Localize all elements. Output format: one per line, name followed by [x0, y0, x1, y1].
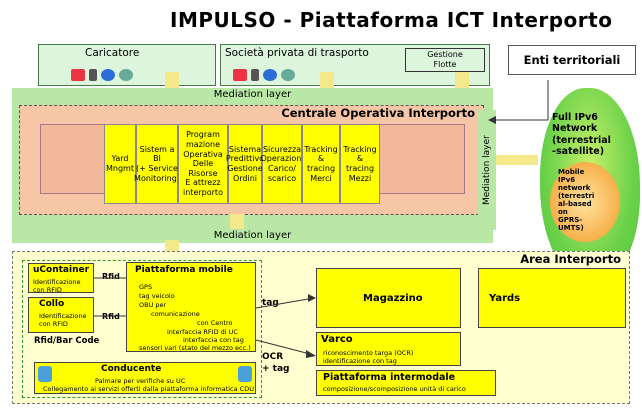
page-title: IMPULSO - Piattaforma ICT Interporto — [170, 8, 613, 32]
connector-arrow — [320, 72, 334, 88]
varco-box: Varco riconoscimento targa (OCR) identif… — [316, 332, 461, 366]
tag-label: tag — [262, 298, 279, 308]
pm-item: tag veicolo — [139, 292, 175, 300]
collo-title: Collo — [39, 299, 65, 309]
caricatore-label: Caricatore — [85, 47, 140, 59]
varco-item: riconoscimento targa (OCR) — [323, 349, 414, 357]
yards-box: Yards — [478, 268, 626, 328]
conducente-item: Palmare per verifiche su UC — [95, 377, 186, 385]
mediation-layer-bottom: Mediation layer — [12, 229, 493, 243]
ucontainer-box: uContainer Identificazione con RFID — [28, 263, 94, 295]
ucontainer-item: Identificazione con RFID — [33, 278, 81, 295]
magazzino-box: Magazzino — [316, 268, 461, 328]
globe-icon — [281, 69, 295, 81]
module-predittivo: Sistema Predittivo Gestione Ordini — [226, 124, 264, 204]
connector-arrow — [165, 72, 179, 88]
rfid-label-1: Rfid — [102, 272, 120, 281]
ucontainer-title: uContainer — [33, 265, 90, 275]
caricatore-box: Caricatore — [38, 44, 216, 86]
phone-icon — [71, 69, 85, 81]
palmare-icon — [238, 366, 252, 382]
module-programmazione: Program mazione Operativa Delle Risorse … — [178, 124, 228, 204]
module-tracking-mezzi: Tracking & tracing Mezzi — [340, 124, 380, 204]
area-title: Area Interporto — [520, 252, 621, 266]
pm-item: interfaccia con tag — [183, 336, 244, 344]
pm-item: interfaccia RFID di UC — [167, 328, 238, 336]
gestione-flotte-box: Gestione Flotte — [405, 48, 485, 72]
mobile-icon — [251, 69, 259, 81]
societa-box: Società privata di trasporto Gestione Fl… — [220, 44, 490, 86]
connector-arrow — [496, 155, 538, 165]
intermodale-title: Piattaforma intermodale — [323, 372, 456, 383]
pm-item: con Centro — [197, 319, 233, 327]
pm-item: GPS — [139, 283, 153, 291]
piattaforma-mobile-title: Piattaforma mobile — [135, 265, 233, 275]
societa-label: Società privata di trasporto — [225, 47, 369, 59]
varco-item: identificazione con tag — [323, 357, 397, 365]
collo-item: Identificazione con RFID — [39, 312, 87, 329]
yards-label: Yards — [489, 293, 521, 304]
intermodale-item: composizione/scomposizione unità di cari… — [323, 385, 466, 393]
module-tracking-merci: Tracking & tracing Merci — [302, 124, 340, 204]
mobile-ipv6-label: Mobile IPv6 network (terrestri al-based … — [558, 168, 595, 233]
collo-box: Collo Identificazione con RFID — [28, 297, 94, 333]
module-yard: Yard Mngmt — [104, 124, 136, 204]
pm-item: OBU per — [139, 301, 167, 309]
browser-icon — [263, 69, 277, 81]
enti-territoriali-box: Enti territoriali — [508, 45, 636, 75]
vehicle-group — [22, 260, 262, 398]
centrale-title: Centrale Operativa Interporto — [281, 106, 475, 120]
conducente-box: Conducente Palmare per verifiche su UC C… — [34, 362, 256, 394]
connector-arrow — [455, 72, 469, 88]
enti-connector — [488, 80, 549, 124]
browser-icon — [101, 69, 115, 81]
piattaforma-intermodale-box: Piattaforma intermodale composizione/sco… — [316, 370, 496, 396]
mobile-icon — [89, 69, 97, 81]
pm-item: sensori vari (stato del mezzo ecc.) — [139, 344, 251, 352]
module-sicurezza: Sicurezza Operazioni Carico/ scarico — [260, 124, 304, 204]
varco-title: Varco — [321, 334, 353, 345]
palmare-icon — [38, 366, 52, 382]
globe-icon — [119, 69, 133, 81]
connector-arrow — [165, 240, 179, 254]
mobile-ipv6-blob — [550, 162, 620, 242]
conducente-title: Conducente — [101, 364, 162, 374]
phone-icon — [233, 69, 247, 81]
ipv6-network-label: Full IPv6 Network (terrestrial -satellit… — [552, 112, 611, 158]
ocr-tag-label: OCR + tag — [262, 352, 290, 374]
connector-arrow — [230, 214, 244, 230]
pm-item: comunicazione — [151, 310, 200, 318]
mediation-layer-top: Mediation layer — [12, 88, 493, 102]
rfid-barcode-label: Rfid/Bar Code — [34, 336, 100, 346]
module-bi: Sistem a BI (+ Service Monitoring) — [134, 124, 180, 204]
magazzino-label: Magazzino — [363, 293, 423, 304]
piattaforma-mobile-box: Piattaforma mobile GPS tag veicolo OBU p… — [126, 262, 256, 352]
conducente-item: Collegamento ai servizi offerti dalla pi… — [43, 385, 254, 393]
